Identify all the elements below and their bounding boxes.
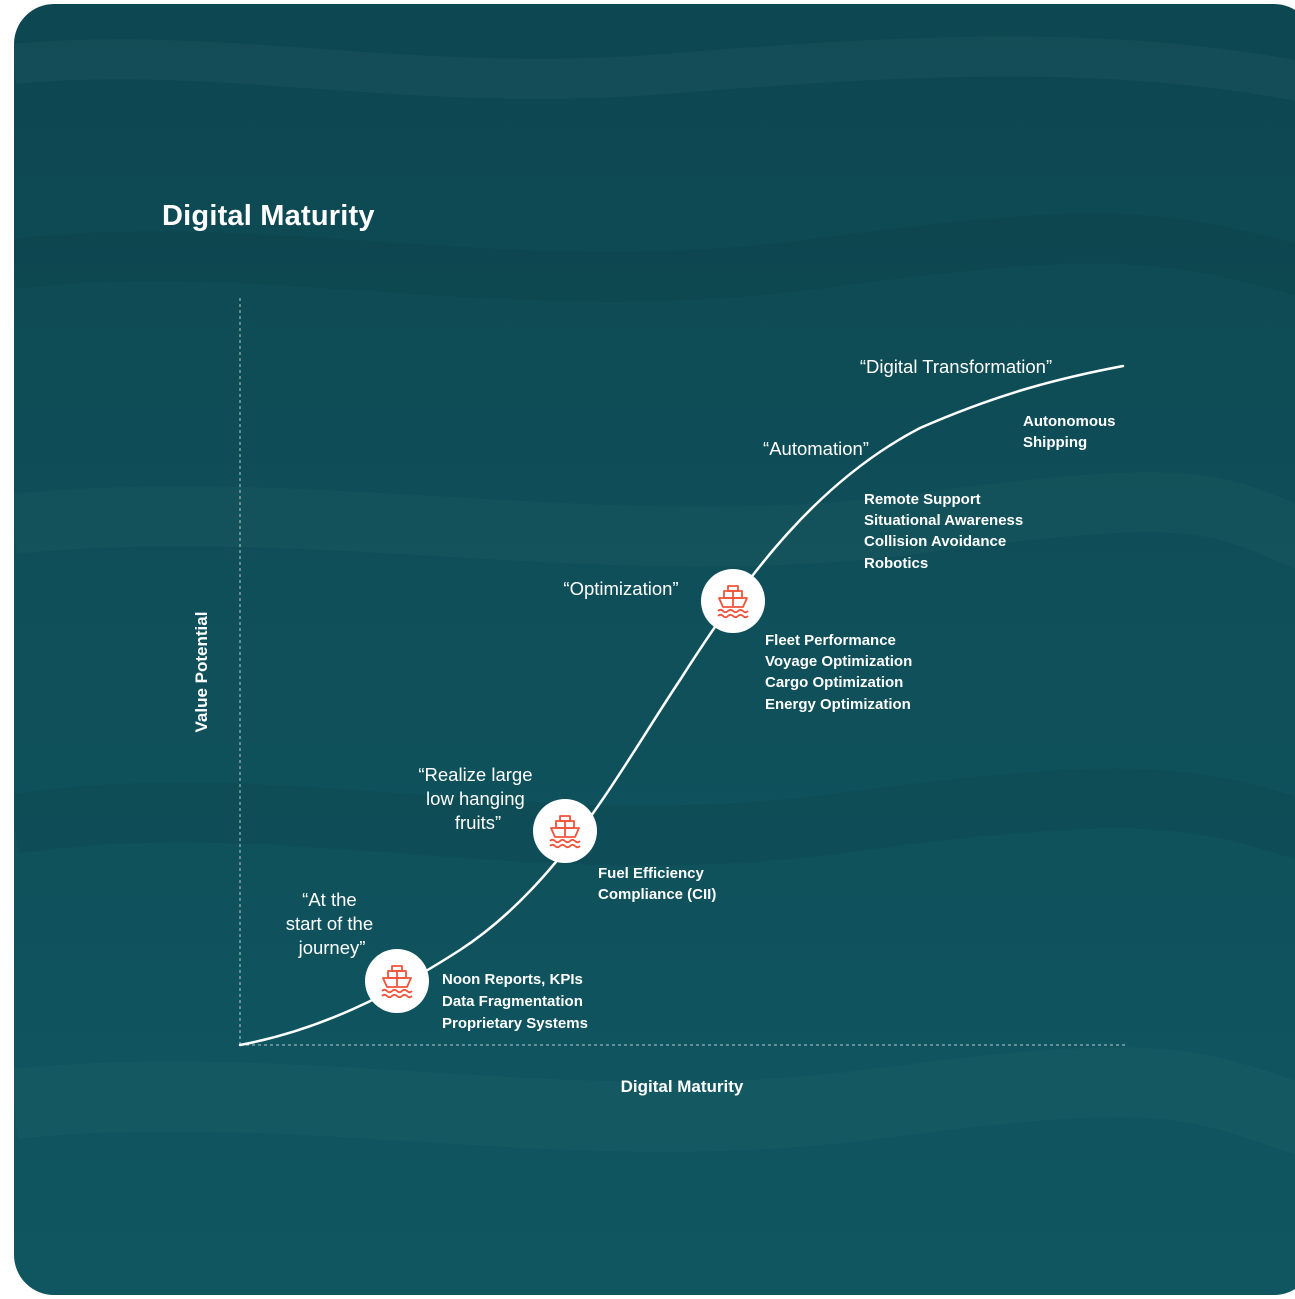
stage-3-label: “Optimization” bbox=[563, 578, 678, 599]
page-title: Digital Maturity bbox=[162, 200, 375, 232]
stage-2-items: Fuel Efficiency Compliance (CII) bbox=[598, 865, 716, 903]
stage-5-label: “Digital Transformation” bbox=[860, 356, 1052, 377]
stage-2-marker bbox=[533, 799, 597, 863]
stage-1-items: Noon Reports, KPIs Data Fragmentation Pr… bbox=[442, 971, 588, 1032]
stage-3-items: Fleet Performance Voyage Optimization Ca… bbox=[765, 632, 916, 713]
y-axis-label: Value Potential bbox=[192, 612, 211, 733]
stage-2-label: “Realize large low hanging fruits” bbox=[418, 764, 537, 833]
stage-4-label: “Automation” bbox=[763, 438, 869, 459]
stage-3-marker bbox=[701, 569, 765, 633]
x-axis-label: Digital Maturity bbox=[621, 1077, 744, 1096]
stage-4-items: Remote Support Situational Awareness Col… bbox=[864, 491, 1027, 572]
stage-1-label: “At the start of the journey” bbox=[286, 889, 379, 958]
water-texture bbox=[14, 213, 1295, 866]
maturity-curve bbox=[238, 364, 1125, 1047]
stage-5-items: Autonomous Shipping bbox=[1023, 413, 1120, 451]
diagram-card: Digital Maturity bbox=[14, 4, 1295, 1295]
stage-1-marker bbox=[365, 949, 429, 1013]
